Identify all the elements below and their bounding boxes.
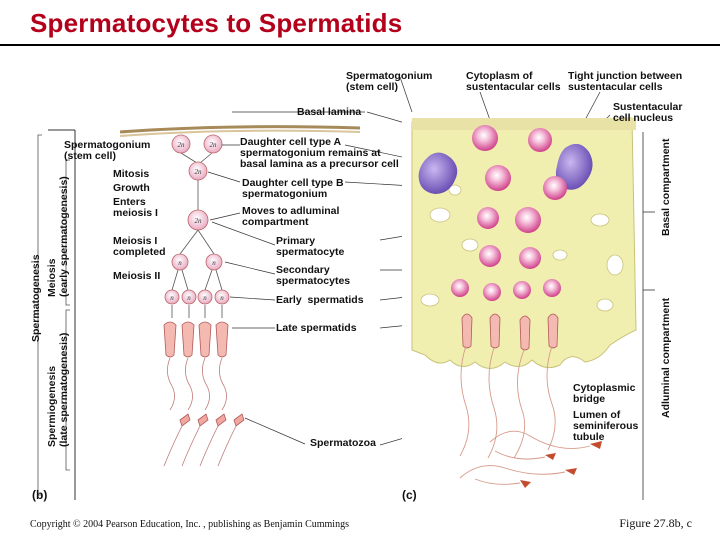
basal-lamina-b xyxy=(119,125,361,134)
down-arrows xyxy=(171,305,223,318)
cell-circles xyxy=(164,134,230,305)
page-title: Spermatocytes to Spermatids xyxy=(30,8,403,38)
cell-lineage xyxy=(171,152,223,291)
title-divider xyxy=(0,44,720,46)
panel-b-letter: (b) xyxy=(32,488,48,502)
ploidy-n-a: n xyxy=(178,259,182,267)
ploidy-2n-b: 2n xyxy=(210,141,218,149)
label-meiosis-ii: Meiosis II xyxy=(113,270,161,282)
label-mitosis: Mitosis xyxy=(113,168,150,180)
label-cytoplasmic-bridge: Cytoplasmic bridge xyxy=(573,382,636,405)
late-spermatids-c xyxy=(461,313,559,351)
label-early-spermatids: Early spermatids xyxy=(276,294,364,306)
sperm-tails-c xyxy=(459,345,556,459)
panel-b-frame xyxy=(48,129,76,500)
label-spermatogenesis: Spermatogenesis xyxy=(30,254,42,342)
label-basal-compartment: Basal compartment xyxy=(660,138,672,236)
label-daughter-a: Daughter cell type A spermatogonium rema… xyxy=(240,136,399,170)
figure-number: Figure 27.8b, c xyxy=(619,516,692,530)
label-growth: Growth xyxy=(113,182,150,194)
spermatid-tails-b xyxy=(167,357,227,411)
label-daughter-b: Daughter cell type B spermatogonium xyxy=(242,177,344,200)
label-moves-adluminal: Moves to adluminal compartment xyxy=(242,205,340,228)
label-spermatogonium-b: Spermatogonium (stem cell) xyxy=(64,139,151,162)
panel-c-letter: (c) xyxy=(402,488,417,502)
label-secondary-spermatocytes: Secondary spermatocytes xyxy=(276,264,351,287)
ploidy-n-c: n xyxy=(170,294,174,302)
label-enters-meiosis: Enters meiosis I xyxy=(113,196,158,219)
label-late-spermatids: Late spermatids xyxy=(276,322,357,334)
late-spermatids-b xyxy=(163,321,229,358)
label-sustentacular-nucleus: Sustentacular cell nucleus xyxy=(613,101,683,124)
ploidy-2n-a: 2n xyxy=(178,141,186,149)
copyright-footer: Copyright © 2004 Pearson Education, Inc.… xyxy=(30,519,349,530)
label-adluminal-compartment: Adluminal compartment xyxy=(660,297,672,418)
label-primary-spermatocyte: Primary spermatocyte xyxy=(276,235,345,258)
label-lumen: Lumen of seminiferous tubule xyxy=(573,409,639,443)
label-cytoplasm: Cytoplasm of sustentacular cells xyxy=(466,70,561,93)
ploidy-2n-d: 2n xyxy=(195,217,203,225)
ploidy-n-d: n xyxy=(187,294,191,302)
spermatozoa-b xyxy=(163,413,245,467)
label-spermiogenesis-late: Spermiogenesis (late spermatogenesis) xyxy=(46,332,70,447)
stage-brackets xyxy=(37,134,70,496)
sustentacular-nucleus-right xyxy=(555,143,593,190)
label-tight-junction: Tight junction between sustentacular cel… xyxy=(568,70,683,93)
label-meiosis-early: Meiosis (early spermatogenesis) xyxy=(46,176,70,297)
ploidy-2n-c: 2n xyxy=(195,168,203,176)
label-spermatozoa: Spermatozoa xyxy=(310,437,376,449)
spermatozoa-c xyxy=(459,430,602,488)
ploidy-n-b: n xyxy=(212,259,216,267)
label-basal-lamina: Basal lamina xyxy=(297,106,362,118)
label-spermatogonium-top: Spermatogonium (stem cell) xyxy=(346,70,433,93)
ploidy-n-e: n xyxy=(203,294,207,302)
ploidy-n-f: n xyxy=(220,294,224,302)
label-meiosis-completed: Meiosis I completed xyxy=(113,235,166,258)
panel-c-tissue xyxy=(402,117,638,498)
sustentacular-nucleus-left xyxy=(418,152,458,194)
compartment-brackets xyxy=(642,132,655,500)
